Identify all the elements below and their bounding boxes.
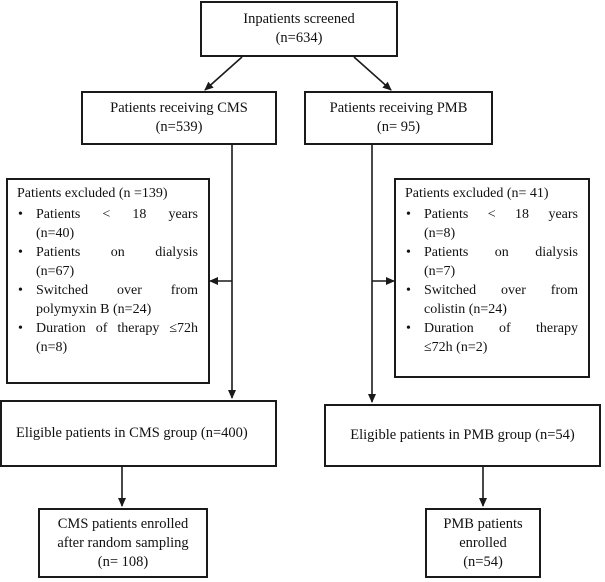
list-item: • Patients on dialysis (n=67) [18,245,198,279]
bullet-icon: • [18,321,23,336]
bullet-icon: • [18,245,23,260]
cms-eligible-text: Eligible patients in CMS group (n=400) [16,425,248,441]
bullet-icon: • [406,321,411,336]
list-item: • Patients on dialysis (n=7) [406,245,578,279]
cms-excluded-heading: Patients excluded (n =139) [17,186,168,201]
pmb-receiving-count: (n= 95) [376,119,421,135]
box-inpatients-screened: Inpatients screened (n=634) [200,1,398,57]
cms-receiving-count: (n=539) [155,119,203,135]
cms-enrolled-count: (n= 108) [97,553,149,570]
pmb-enrolled-line1: PMB patients [443,515,523,532]
pmb-eligible-text: Eligible patients in PMB group (n=54) [350,427,575,443]
arrow-screened-to-cms [204,56,243,91]
cms-enrolled-line1: CMS patients enrolled [57,515,189,532]
list-item: • Patients < 18 years (n=40) [18,207,198,241]
pmb-excluded-list: • Patients < 18 years (n=8) • Patients o… [405,205,578,357]
bullet-icon: • [406,283,411,298]
list-item: • Switched over from colistin (n=24) [406,283,578,317]
pmb-enrolled-count: (n=54) [463,553,503,570]
cms-excluded-list: • Patients < 18 years (n=40) • Patients … [17,205,198,357]
box-eligible-cms: Eligible patients in CMS group (n=400) [0,400,277,467]
box-patients-receiving-cms: Patients receiving CMS (n=539) [81,91,277,145]
bullet-icon: • [18,207,23,222]
bullet-icon: • [18,283,23,298]
pmb-receiving-title: Patients receiving PMB [329,100,468,116]
box-patients-receiving-pmb: Patients receiving PMB (n= 95) [304,91,493,145]
arrow-screened-to-pmb [353,56,392,91]
bullet-icon: • [406,245,411,260]
pmb-enrolled-line2: enrolled [459,534,507,551]
list-item: • Duration of therapy ≤72h (n=2) [406,321,578,355]
list-item: • Duration of therapy ≤72h (n=8) [18,321,198,355]
list-item: • Patients < 18 years (n=8) [406,207,578,241]
box-pmb-excluded: Patients excluded (n= 41) • Patients < 1… [394,178,590,378]
pmb-excluded-heading: Patients excluded (n= 41) [405,186,549,201]
box-cms-enrolled: CMS patients enrolled after random sampl… [38,508,208,578]
cms-receiving-title: Patients receiving CMS [110,100,248,116]
cms-enrolled-line2: after random sampling [57,534,189,551]
box-eligible-pmb: Eligible patients in PMB group (n=54) [324,404,601,467]
box-pmb-enrolled: PMB patients enrolled (n=54) [425,508,541,578]
box-cms-excluded: Patients excluded (n =139) • Patients < … [6,178,210,384]
screened-count: (n=634) [275,30,323,46]
screened-title: Inpatients screened [243,11,355,27]
bullet-icon: • [406,207,411,222]
list-item: • Switched over from polymyxin B (n=24) [18,283,198,317]
